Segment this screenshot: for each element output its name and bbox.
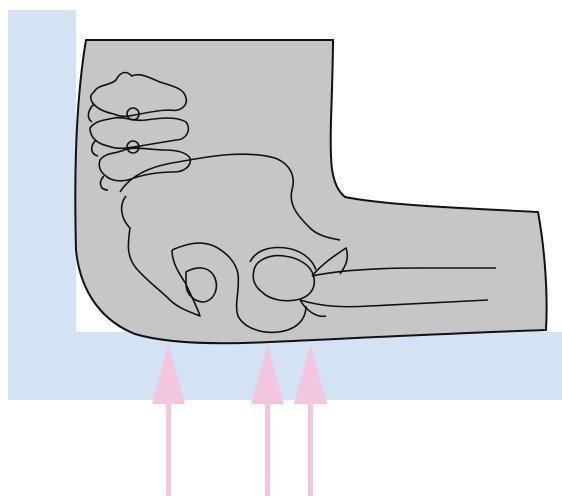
body-silhouette [75, 40, 546, 343]
